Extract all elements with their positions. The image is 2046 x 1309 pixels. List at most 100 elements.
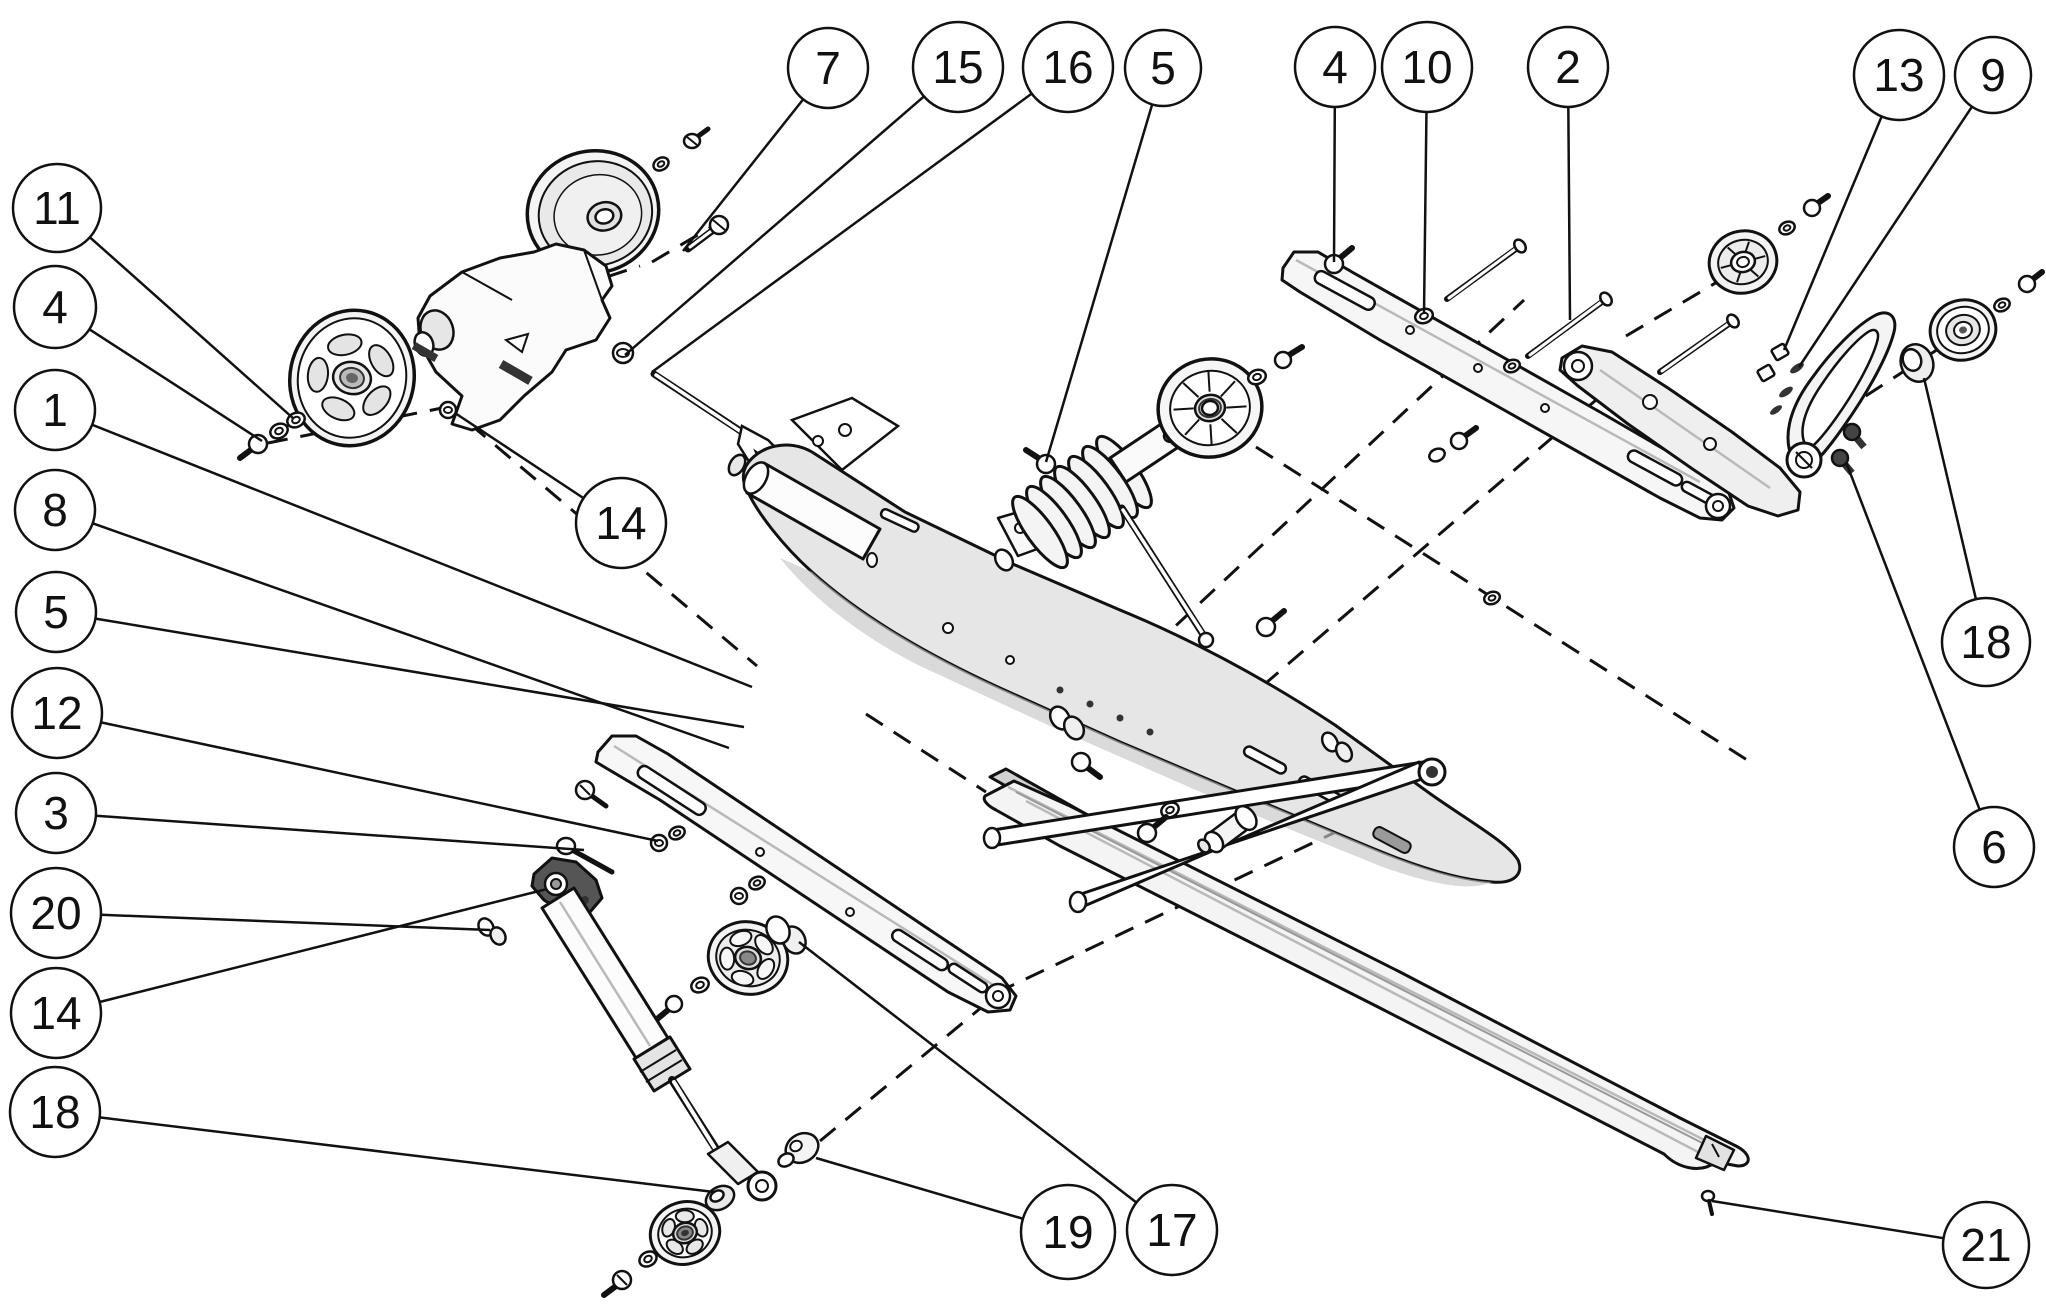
center-mounting-hardware — [1023, 425, 1502, 854]
leader-line-15 — [624, 95, 925, 356]
callout-circle — [1852, 28, 1946, 122]
leader-line-4 — [1332, 106, 1337, 263]
callout-number: 4 — [1322, 41, 1348, 93]
callout-number: 5 — [1150, 42, 1176, 94]
center-wheel-washer-bolt — [1246, 344, 1305, 386]
callout-number: 20 — [30, 887, 81, 939]
leader-lines — [88, 92, 1981, 1240]
callout-2-6: 2 — [1526, 25, 1610, 109]
callout-circle — [13, 368, 97, 452]
leader-line-4 — [88, 328, 263, 443]
callout-8-12: 8 — [13, 468, 97, 552]
leader-line-10 — [1422, 111, 1428, 315]
callout-number: 14 — [595, 497, 646, 549]
callout-circle — [8, 1065, 102, 1159]
callout-circle — [14, 570, 98, 654]
front-wheel-washers-bolt — [237, 411, 306, 461]
callout-number: 7 — [815, 42, 841, 94]
callout-circle — [14, 771, 98, 855]
center-spoked-idler-wheel — [1156, 357, 1264, 459]
callout-11-9: 11 — [11, 162, 103, 254]
callout-12-14: 12 — [10, 666, 104, 760]
callout-number: 12 — [31, 687, 82, 739]
slide-ski-rail — [982, 779, 1750, 1172]
coil-spring-assembly — [1011, 408, 1209, 570]
large-disc-idler-wheel — [525, 148, 661, 276]
lower-spoked-idler-wheel — [706, 920, 790, 996]
callout-14-17: 14 — [9, 966, 103, 1060]
leader-line-8 — [92, 522, 730, 750]
callout-number: 16 — [1042, 41, 1093, 93]
callout-3-15: 3 — [14, 771, 98, 855]
bottom-spoked-idler-wheel — [648, 1200, 722, 1266]
v-swing-arm — [982, 757, 1447, 914]
callout-circle — [1952, 805, 2036, 889]
callout-circle — [10, 666, 104, 760]
callout-circle — [11, 162, 103, 254]
grooved-wheel-washer-bolt — [1993, 269, 2045, 313]
leader-line-2 — [1567, 106, 1572, 321]
callout-circle — [9, 966, 103, 1060]
callout-13-7: 13 — [1852, 28, 1946, 122]
rear-spoked-idler-wheel — [1707, 229, 1779, 295]
callout-circle — [1526, 25, 1610, 109]
callout-circle — [1021, 20, 1115, 114]
cup-bushing — [1899, 343, 1935, 383]
callout-5-3: 5 — [1123, 28, 1203, 108]
callout-5-13: 5 — [14, 570, 98, 654]
callout-circle — [786, 26, 870, 110]
callout-circle — [1019, 1183, 1117, 1281]
callout-number: 4 — [42, 281, 68, 333]
callout-14-19: 14 — [574, 476, 668, 570]
callout-number: 6 — [1981, 821, 2007, 873]
callout-number: 8 — [42, 484, 68, 536]
leader-line-17 — [798, 941, 1138, 1204]
leader-line-3 — [95, 814, 585, 852]
leader-line-14 — [454, 411, 585, 500]
wheel-spacer-bushing — [765, 915, 807, 955]
leader-line-19 — [815, 1156, 1024, 1220]
clevis-strap — [1785, 311, 1897, 479]
left-slide-rail — [594, 734, 1018, 1014]
shock-link-rod — [1118, 504, 1215, 649]
flanged-lock-nut — [611, 341, 635, 365]
callout-number: 9 — [1980, 49, 2006, 101]
callout-number: 5 — [43, 586, 69, 638]
shock-mount-bushing — [477, 917, 507, 946]
leader-line-21 — [1711, 1199, 1944, 1240]
callout-1-11: 1 — [13, 368, 97, 452]
rear-wheel-washer-bolt — [1778, 193, 1831, 236]
callout-circle — [1380, 20, 1474, 114]
disc-wheel-screw — [682, 126, 711, 150]
arm-front-tube — [727, 396, 901, 561]
callout-circle — [574, 476, 668, 570]
callout-7-0: 7 — [786, 26, 870, 110]
leader-line-12 — [100, 721, 659, 843]
callout-number: 18 — [29, 1086, 80, 1138]
rocker-arm — [1558, 344, 1802, 518]
leader-line-1 — [91, 423, 753, 689]
leader-line-5 — [95, 617, 745, 729]
leader-line-13 — [1782, 116, 1883, 351]
callout-4-10: 4 — [12, 264, 98, 350]
callout-circle — [13, 468, 97, 552]
lower-wheel-washer-bolt — [653, 976, 710, 1023]
front-spoked-idler-wheel — [287, 308, 417, 448]
callout-number: 3 — [43, 787, 69, 839]
ski-mount-screw — [1700, 1189, 1716, 1216]
callout-number: 15 — [932, 41, 983, 93]
callout-circle — [1293, 25, 1377, 109]
callout-18-18: 18 — [8, 1065, 102, 1159]
callout-circle — [1940, 596, 2032, 688]
leader-line-5 — [1044, 104, 1154, 463]
callout-number: 10 — [1401, 41, 1452, 93]
shock-ball-bushing — [777, 1131, 820, 1168]
callout-number: 18 — [1960, 616, 2011, 668]
callout-number: 17 — [1146, 1204, 1197, 1256]
left-rail-screws-nuts — [555, 779, 766, 906]
long-axle-bolt — [684, 214, 730, 253]
disc-wheel-washer — [652, 156, 670, 172]
callout-9-8: 9 — [1953, 35, 2033, 115]
